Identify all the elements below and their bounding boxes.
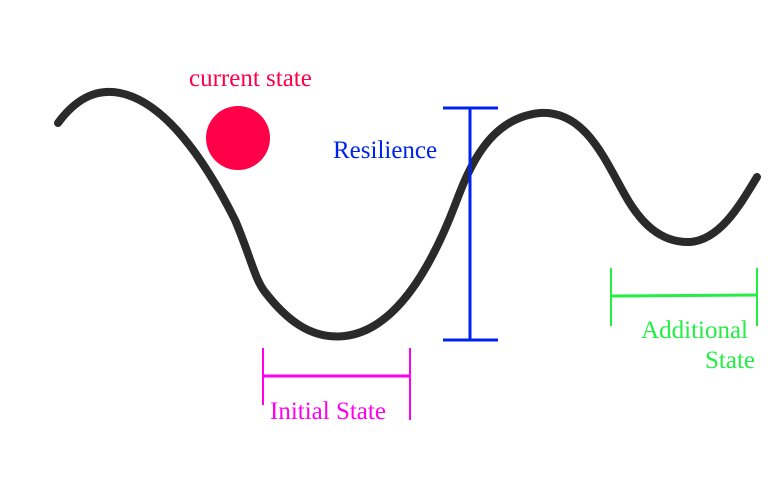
initial-state-label: Initial State bbox=[270, 398, 386, 425]
additional-state-bracket bbox=[610, 268, 758, 326]
landscape-curve bbox=[54, 87, 761, 341]
resilience-label: Resilience bbox=[333, 137, 437, 164]
current-state-ball bbox=[206, 106, 270, 170]
resilience-bar bbox=[443, 106, 498, 342]
initial-state-bracket bbox=[262, 348, 411, 420]
additional-state-label-line1: Additional bbox=[641, 317, 748, 344]
additional-state-label-line2: State bbox=[705, 347, 755, 374]
current-state-label: current state bbox=[189, 65, 312, 92]
